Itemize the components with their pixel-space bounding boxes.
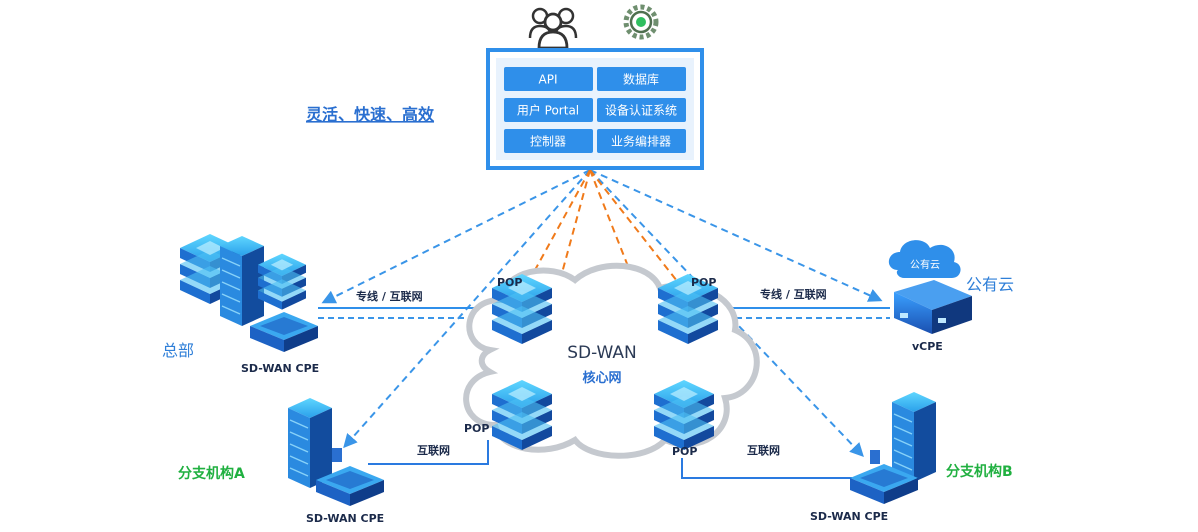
controller-cell-database: 数据库 bbox=[597, 67, 686, 91]
sdwan-core-title: SD-WAN bbox=[567, 343, 637, 363]
branch-a-device-label: SD-WAN CPE bbox=[306, 512, 384, 525]
control-link-hq bbox=[321, 169, 591, 304]
branch-a-internet-line bbox=[368, 440, 489, 465]
control-link-cloud bbox=[589, 169, 883, 302]
controller-cell-auth: 设备认证系统 bbox=[597, 98, 686, 122]
cloud-device-label: vCPE bbox=[912, 340, 943, 353]
hq-link-label: 专线 / 互联网 bbox=[356, 289, 423, 303]
branch-b-label: 分支机构B bbox=[946, 463, 1013, 480]
hq-device-label: SD-WAN CPE bbox=[241, 362, 319, 375]
controller-cell-orchestrator-label: 业务编排器 bbox=[611, 134, 671, 149]
controller-cell-portal: 用户 Portal bbox=[504, 98, 593, 122]
pop-node-4 bbox=[654, 380, 714, 450]
controller-cell-controller-label: 控制器 bbox=[530, 135, 566, 149]
controller-cell-database-label: 数据库 bbox=[623, 72, 659, 87]
controller-cell-auth-label: 设备认证系统 bbox=[605, 104, 677, 118]
controller-cell-api: API bbox=[504, 67, 593, 91]
controller-cell-portal-label: 用户 Portal bbox=[517, 103, 579, 118]
gear-icon bbox=[623, 4, 659, 40]
branch-a-link-label: 互联网 bbox=[417, 443, 450, 457]
controller-cell-api-label: API bbox=[539, 73, 558, 87]
branch-b-link-label: 互联网 bbox=[747, 443, 780, 457]
hq-leased-line bbox=[318, 307, 492, 319]
cloud-link-label: 专线 / 互联网 bbox=[760, 287, 827, 301]
pop-label-2: POP bbox=[691, 276, 716, 289]
controller-cell-controller: 控制器 bbox=[504, 129, 593, 153]
control-link-pop-2 bbox=[589, 169, 686, 293]
pop-label-3: POP bbox=[464, 422, 489, 435]
pop-label-4: POP bbox=[672, 445, 697, 458]
slogan-text: 灵活、快速、高效 bbox=[306, 105, 434, 124]
branch-b-device-label: SD-WAN CPE bbox=[810, 510, 888, 523]
hq-datacenter bbox=[180, 234, 318, 352]
cloud-badge-label: 公有云 bbox=[910, 258, 940, 271]
pop-node-3 bbox=[492, 380, 552, 450]
cloud-leased-line bbox=[716, 307, 890, 319]
branch-b-internet-line bbox=[681, 458, 852, 479]
pop-label-1: POP bbox=[497, 276, 522, 289]
branch-a-label: 分支机构A bbox=[178, 465, 245, 482]
controller-cell-orchestrator: 业务编排器 bbox=[597, 129, 686, 153]
users-icon bbox=[528, 7, 578, 50]
branch-a-site bbox=[287, 397, 384, 506]
hq-label: 总部 bbox=[162, 341, 194, 360]
cloud-label: 公有云 bbox=[966, 275, 1014, 294]
branch-b-site bbox=[850, 391, 937, 504]
public-cloud-node: 公有云 bbox=[888, 240, 972, 334]
controller-panel: API 数据库 用户 Portal 设备认证系统 控制器 业务编排器 bbox=[486, 48, 704, 170]
sdwan-core-subtitle: 核心网 bbox=[582, 370, 621, 386]
